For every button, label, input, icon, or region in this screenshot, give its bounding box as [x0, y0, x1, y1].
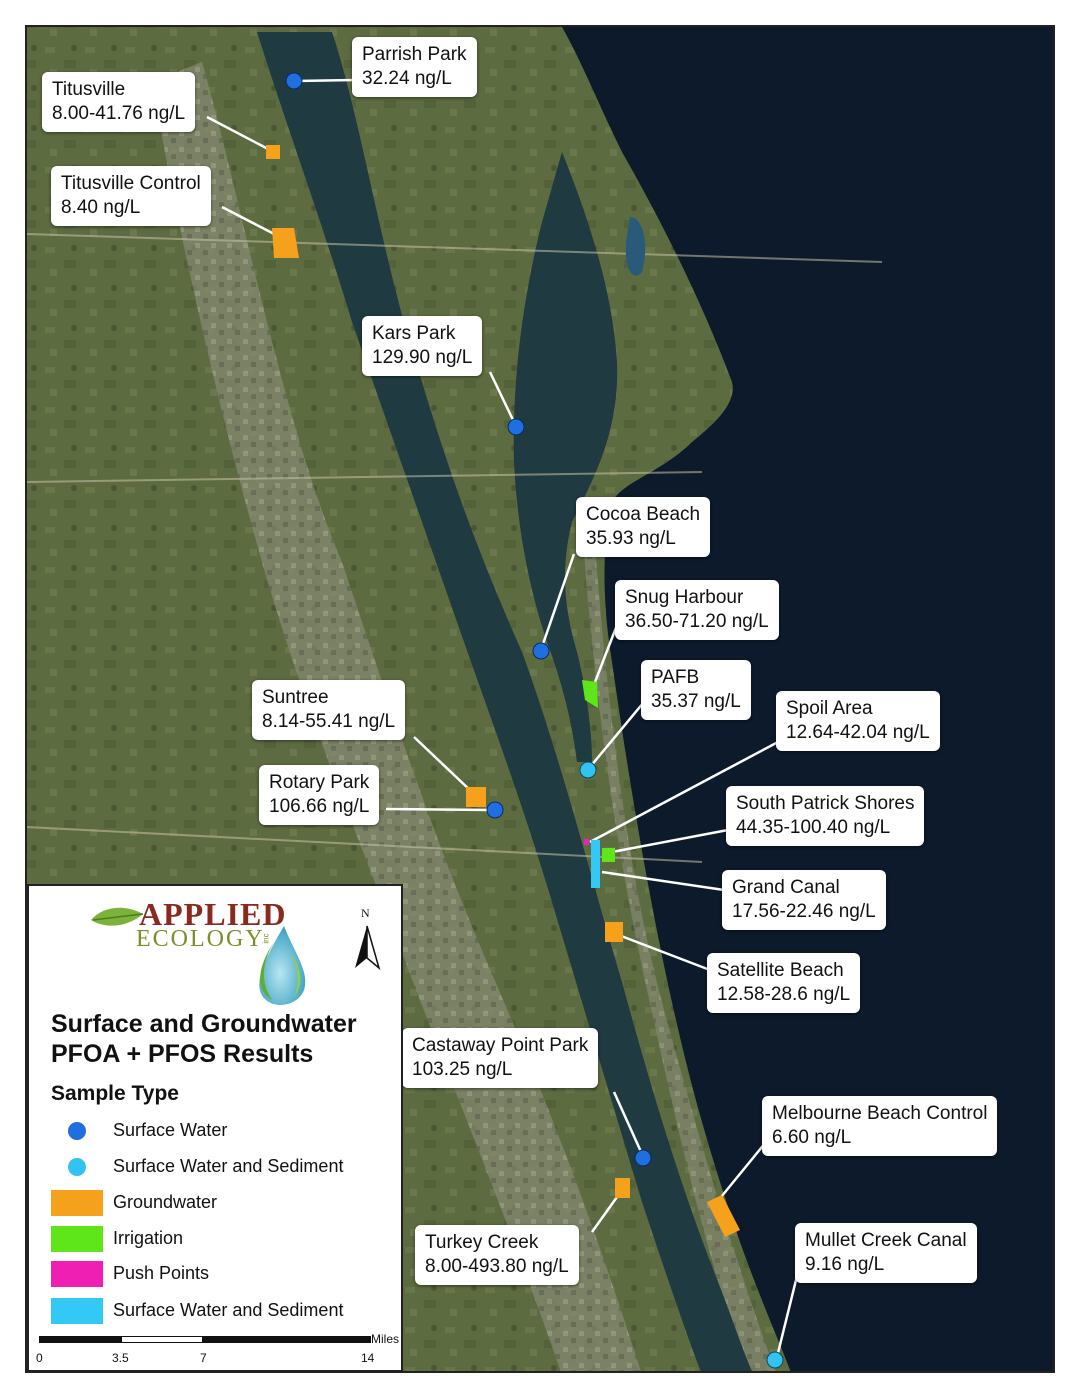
callout-value: 9.16 ng/L [805, 1254, 885, 1275]
callout-satellite-beach: Satellite Beach 12.58-28.6 ng/L [707, 953, 861, 1013]
legend-symbol-dot-icon [68, 1122, 86, 1140]
legend-item-label: Surface Water and Sediment [113, 1156, 344, 1176]
site-turkey-creek[interactable] [615, 1178, 630, 1198]
callout-value: 17.56-22.46 ng/L [732, 901, 876, 922]
logo-leaf-icon [91, 907, 144, 926]
site-mullet-creek-canal[interactable] [766, 1351, 784, 1369]
site-parrish-park[interactable] [285, 72, 303, 90]
callout-value: 6.60 ng/L [772, 1127, 852, 1148]
callout-turkey-creek: Turkey Creek 8.00-493.80 ng/L [415, 1225, 579, 1285]
callout-name: Kars Park [372, 323, 456, 344]
north-label: N [361, 906, 370, 920]
site-kars-park[interactable] [507, 418, 525, 436]
callout-value: 8.14-55.41 ng/L [262, 711, 396, 732]
callout-name: Suntree [262, 687, 329, 708]
callout-name: Melbourne Beach Control [772, 1103, 988, 1124]
legend-symbol-rect-icon [51, 1190, 103, 1216]
site-pafb[interactable] [579, 761, 597, 779]
scale-tick-14: 14 [361, 1351, 375, 1365]
logo-text-ecology: ECOLOGY [136, 926, 265, 952]
callout-titusville: Titusville 8.00-41.76 ng/L [42, 72, 196, 132]
callout-value: 106.66 ng/L [269, 796, 370, 817]
site-rotary-park[interactable] [486, 801, 504, 819]
site-satellite-beach[interactable] [605, 922, 623, 942]
logo-drop-icon [259, 926, 306, 1005]
callout-value: 12.64-42.04 ng/L [786, 722, 930, 743]
callout-name: Spoil Area [786, 698, 873, 719]
callout-name: Titusville Control [61, 173, 201, 194]
scale-tick-7: 7 [200, 1351, 207, 1365]
site-melbourne-beach-control[interactable] [707, 1195, 740, 1237]
legend-symbol-rect-icon [51, 1298, 103, 1324]
callout-mullet-creek-canal: Mullet Creek Canal 9.16 ng/L [795, 1223, 977, 1283]
site-suntree[interactable] [466, 787, 486, 807]
callout-name: Grand Canal [732, 877, 840, 898]
legend-symbol-rect-icon [51, 1261, 103, 1287]
legend-item-label: Irrigation [113, 1228, 184, 1248]
legend-subtitle: Sample Type [51, 1082, 179, 1105]
callout-value: 12.58-28.6 ng/L [717, 984, 851, 1005]
callout-parrish-park: Parrish Park 32.24 ng/L [352, 37, 477, 97]
scale-unit: Miles [371, 1332, 400, 1346]
legend-symbol-rect-icon [51, 1226, 103, 1252]
scale-bar [39, 1336, 371, 1346]
callout-name: Mullet Creek Canal [805, 1230, 967, 1251]
callout-rotary-park: Rotary Park 106.66 ng/L [259, 765, 380, 825]
lagoon-banana-river [513, 152, 618, 762]
callout-value: 8.40 ng/L [61, 197, 141, 218]
callout-name: Parrish Park [362, 44, 467, 65]
callout-name: Castaway Point Park [412, 1035, 589, 1056]
callout-value: 103.25 ng/L [412, 1059, 513, 1080]
site-spoil-area[interactable] [584, 839, 589, 845]
site-cocoa-beach[interactable] [532, 642, 550, 660]
callout-value: 8.00-41.76 ng/L [52, 103, 186, 124]
callout-name: Turkey Creek [425, 1232, 539, 1253]
callout-titusville-control: Titusville Control 8.40 ng/L [51, 166, 211, 226]
legend-item-label: Push Points [113, 1263, 210, 1283]
scale-tick-3-5: 3.5 [112, 1351, 129, 1365]
legend-item-label: Surface Water and Sediment [113, 1300, 344, 1320]
callout-value: 35.37 ng/L [651, 691, 741, 712]
legend-item-label: Groundwater [113, 1192, 218, 1212]
callout-name: Satellite Beach [717, 960, 844, 981]
legend-item-label: Surface Water [113, 1120, 228, 1140]
callout-value: 35.93 ng/L [586, 528, 676, 549]
legend-title-line2: PFOA + PFOS Results [51, 1040, 314, 1068]
callout-value: 36.50-71.20 ng/L [625, 611, 769, 632]
callout-name: Cocoa Beach [586, 504, 701, 525]
callout-castaway-point-park: Castaway Point Park 103.25 ng/L [402, 1028, 599, 1088]
legend-panel: APPLIED ECOLOGY inc N Surface and Ground… [27, 884, 403, 1372]
callout-spoil-area: Spoil Area 12.64-42.04 ng/L [776, 691, 940, 751]
site-titusville-control[interactable] [272, 228, 299, 258]
logo-text-applied: APPLIED [139, 896, 287, 932]
site-titusville[interactable] [266, 145, 280, 159]
callout-melbourne-beach-control: Melbourne Beach Control 6.60 ng/L [762, 1096, 998, 1156]
callout-name: PAFB [651, 667, 700, 688]
callout-name: Rotary Park [269, 772, 370, 793]
callout-value: 32.24 ng/L [362, 68, 452, 89]
north-arrow-icon [355, 925, 381, 971]
callout-name: Titusville [52, 79, 126, 100]
callout-grand-canal: Grand Canal 17.56-22.46 ng/L [722, 870, 886, 930]
site-grand-canal[interactable] [591, 840, 600, 888]
legend-symbol-dot-icon [68, 1158, 86, 1176]
sample-sites [266, 72, 784, 1369]
site-castaway-point-park[interactable] [634, 1149, 652, 1167]
site-south-patrick-shores[interactable] [602, 848, 615, 862]
callout-south-patrick-shores: South Patrick Shores 44.35-100.40 ng/L [726, 786, 925, 846]
callout-snug-harbour: Snug Harbour 36.50-71.20 ng/L [615, 580, 779, 640]
callout-suntree: Suntree 8.14-55.41 ng/L [252, 680, 406, 740]
callout-name: South Patrick Shores [736, 793, 915, 814]
callout-value: 8.00-493.80 ng/L [425, 1256, 569, 1277]
legend-title-line1: Surface and Groundwater [51, 1010, 357, 1038]
scale-tick-0: 0 [36, 1351, 43, 1365]
callout-value: 44.35-100.40 ng/L [736, 817, 891, 838]
callout-kars-park: Kars Park 129.90 ng/L [362, 316, 483, 376]
callout-value: 129.90 ng/L [372, 347, 473, 368]
callout-pafb: PAFB 35.37 ng/L [641, 660, 751, 720]
site-snug-harbour[interactable] [582, 680, 598, 708]
callout-name: Snug Harbour [625, 587, 744, 608]
callout-cocoa-beach: Cocoa Beach 35.93 ng/L [576, 497, 711, 557]
